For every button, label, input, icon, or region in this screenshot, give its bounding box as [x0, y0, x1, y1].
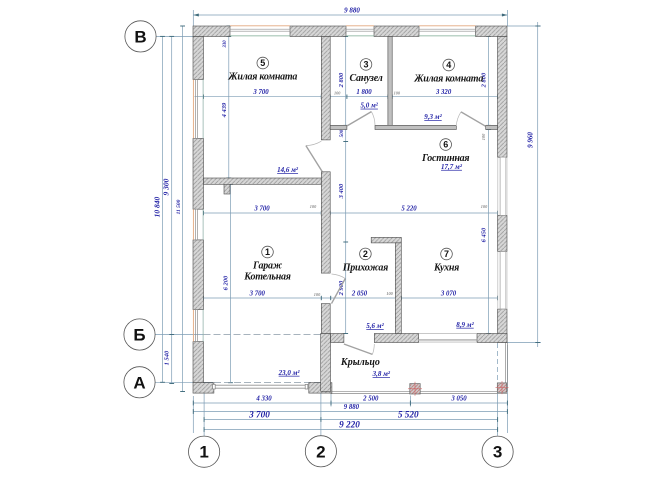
- svg-text:3,8 м²: 3,8 м²: [372, 370, 391, 378]
- svg-text:9 220: 9 220: [339, 419, 360, 429]
- svg-text:3 700: 3 700: [253, 205, 270, 212]
- svg-text:23,0 м²: 23,0 м²: [278, 369, 301, 377]
- svg-text:А: А: [133, 373, 145, 392]
- svg-text:4 330: 4 330: [255, 396, 272, 403]
- svg-text:14,6 м²: 14,6 м²: [277, 166, 299, 174]
- svg-text:Жилая комната: Жилая комната: [413, 74, 483, 85]
- svg-text:7: 7: [444, 249, 449, 259]
- svg-text:100: 100: [481, 133, 486, 140]
- svg-text:5 220: 5 220: [401, 205, 417, 212]
- svg-text:9,3 м²: 9,3 м²: [424, 113, 442, 121]
- svg-text:Котельная: Котельная: [243, 272, 290, 283]
- svg-text:3: 3: [363, 60, 368, 70]
- svg-text:4 439: 4 439: [221, 102, 228, 118]
- svg-text:1 540: 1 540: [164, 350, 171, 365]
- svg-text:Прихожая: Прихожая: [342, 262, 388, 273]
- svg-text:100: 100: [334, 91, 341, 96]
- svg-text:6 450: 6 450: [481, 227, 488, 242]
- svg-text:100: 100: [481, 204, 488, 209]
- svg-text:1: 1: [265, 247, 270, 257]
- svg-text:5: 5: [260, 58, 265, 68]
- svg-text:330: 330: [223, 40, 228, 49]
- svg-text:2: 2: [363, 249, 368, 259]
- svg-text:Б: Б: [133, 325, 145, 344]
- svg-text:3: 3: [493, 443, 502, 462]
- svg-text:100: 100: [386, 291, 393, 296]
- svg-text:9 880: 9 880: [344, 7, 360, 15]
- svg-text:9 300: 9 300: [162, 178, 171, 195]
- svg-text:3 070: 3 070: [440, 290, 457, 297]
- svg-text:5 520: 5 520: [398, 409, 419, 419]
- svg-text:Гостинная: Гостинная: [421, 153, 469, 164]
- svg-text:3 400: 3 400: [338, 183, 345, 199]
- svg-text:11 500: 11 500: [176, 199, 182, 214]
- svg-text:1: 1: [199, 443, 208, 462]
- svg-text:5,0 м²: 5,0 м²: [360, 102, 378, 110]
- svg-text:4: 4: [446, 60, 451, 70]
- svg-text:2 800: 2 800: [481, 72, 488, 88]
- svg-text:9 960: 9 960: [527, 132, 535, 148]
- svg-text:Кухня: Кухня: [433, 263, 459, 274]
- svg-text:9 880: 9 880: [344, 404, 360, 411]
- svg-text:3 700: 3 700: [252, 89, 269, 96]
- svg-text:3 700: 3 700: [248, 409, 270, 419]
- svg-text:Санузел: Санузел: [349, 73, 382, 84]
- svg-text:5,6 м²: 5,6 м²: [366, 322, 384, 330]
- svg-text:Гараж: Гараж: [252, 261, 283, 272]
- svg-text:2 500: 2 500: [362, 396, 379, 403]
- svg-text:2 900: 2 900: [338, 280, 345, 296]
- svg-text:Жилая комната: Жилая комната: [227, 72, 297, 83]
- svg-text:3 320: 3 320: [435, 89, 452, 96]
- svg-text:Крыльцо: Крыльцо: [340, 357, 380, 368]
- svg-text:2 050: 2 050: [351, 290, 368, 297]
- svg-text:8,9 м²: 8,9 м²: [456, 321, 474, 329]
- svg-text:17,7 м²: 17,7 м²: [441, 163, 463, 171]
- svg-text:500: 500: [340, 129, 345, 137]
- svg-text:В: В: [134, 27, 146, 46]
- svg-text:1 800: 1 800: [356, 89, 372, 96]
- svg-text:2: 2: [316, 442, 325, 461]
- svg-text:100: 100: [310, 204, 317, 209]
- svg-text:6 200: 6 200: [223, 275, 230, 290]
- svg-text:3 700: 3 700: [249, 290, 266, 297]
- svg-text:10 840: 10 840: [153, 196, 162, 217]
- svg-text:100: 100: [314, 292, 321, 297]
- svg-text:100: 100: [394, 91, 401, 96]
- svg-text:3 050: 3 050: [450, 396, 467, 403]
- svg-text:2 800: 2 800: [338, 72, 345, 88]
- svg-text:6: 6: [443, 140, 448, 150]
